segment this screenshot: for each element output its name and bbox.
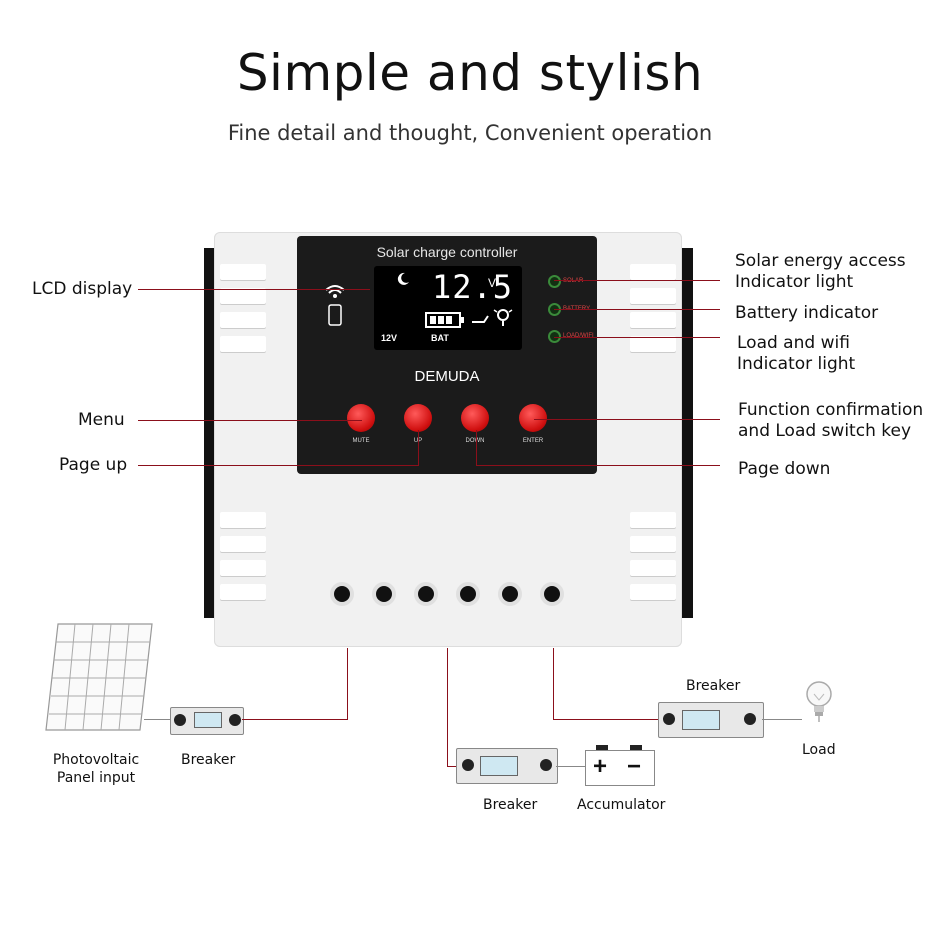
- lcd-voltage-value: 12.5: [432, 268, 514, 306]
- device-right-rail: [679, 248, 693, 618]
- enter-button-label: ENTER: [522, 438, 544, 444]
- solar-panel-icon: [45, 623, 153, 731]
- callout-line-solar: [554, 280, 720, 281]
- callout-function-key: Function confirmation and Load switch ke…: [738, 400, 924, 441]
- wire-middle-horizontal: [447, 766, 459, 767]
- breaker-right-core: [682, 710, 720, 730]
- callout-page-up: Page up: [59, 455, 128, 475]
- breaker-middle-label: Breaker: [483, 797, 538, 813]
- page-title: Simple and stylish: [236, 44, 704, 102]
- panel-title: Solar charge controller: [376, 244, 518, 260]
- enter-button[interactable]: [519, 404, 547, 432]
- terminal-port-1: [334, 586, 350, 602]
- accumulator-plus-sign: +: [593, 753, 608, 780]
- wire-right-vertical: [553, 648, 554, 720]
- callout-solar-light: Solar energy access Indicator light: [735, 251, 906, 292]
- solar-indicator-label: SOLAR: [563, 278, 584, 284]
- wire-left-horizontal: [242, 719, 348, 720]
- callout-menu: Menu: [78, 410, 125, 430]
- mute-button-label: MUTE: [352, 438, 370, 444]
- breaker-right-label: Breaker: [686, 678, 741, 694]
- callout-line-page-up-vertical: [418, 430, 419, 466]
- load-wifi-indicator-led: [548, 330, 561, 343]
- phone-icon: [328, 304, 342, 326]
- breaker-left-core: [194, 712, 222, 728]
- page-subtitle: Fine detail and thought, Convenient oper…: [227, 121, 713, 145]
- breaker-middle-terminal-a: [462, 759, 474, 771]
- callout-lcd-display: LCD display: [32, 279, 133, 299]
- lcd-voltage-unit: V: [488, 276, 497, 290]
- solar-indicator-led: [548, 275, 561, 288]
- breaker-left-terminal-b: [229, 714, 241, 726]
- lcd-battery-tag: BAT: [431, 333, 449, 343]
- callout-line-lcd: [138, 289, 370, 290]
- terminal-port-6: [544, 586, 560, 602]
- wire-to-accumulator: [556, 766, 586, 767]
- lcd-system-voltage-tag: 12V: [381, 333, 398, 343]
- load-label: Load: [802, 742, 836, 758]
- pv-wire: [144, 719, 172, 720]
- breaker-left-terminal-a: [174, 714, 186, 726]
- wire-middle-vertical: [447, 648, 448, 766]
- down-button-label: DOWN: [465, 438, 485, 444]
- callout-line-page-down: [476, 465, 720, 466]
- wifi-icon: [325, 285, 345, 298]
- wire-right-horizontal: [553, 719, 659, 720]
- accumulator-terminal-positive: [596, 745, 608, 750]
- accumulator-label: Accumulator: [577, 797, 666, 813]
- callout-line-load-wifi: [554, 337, 720, 338]
- light-bulb-icon: [806, 681, 832, 722]
- terminal-port-5: [502, 586, 518, 602]
- down-button[interactable]: [461, 404, 489, 432]
- breaker-right-terminal-b: [744, 713, 756, 725]
- accumulator-minus-sign: −: [627, 753, 642, 780]
- pv-panel-label: Photovoltaic Panel input: [52, 752, 140, 786]
- load-bulb-icon: [472, 309, 513, 326]
- moon-icon: [397, 272, 409, 285]
- callout-line-menu: [138, 420, 362, 421]
- mute-button[interactable]: [347, 404, 375, 432]
- battery-icon: [425, 312, 464, 328]
- callout-line-battery: [554, 309, 720, 310]
- callout-page-down: Page down: [738, 459, 831, 479]
- callout-line-function: [534, 419, 720, 420]
- terminal-port-2: [376, 586, 392, 602]
- wire-to-load: [762, 719, 802, 720]
- accumulator-battery-icon: [585, 750, 655, 786]
- wire-left-vertical: [347, 648, 348, 720]
- breaker-right-terminal-a: [663, 713, 675, 725]
- brand-logo-text: DEMUDA: [414, 368, 480, 385]
- breaker-middle-terminal-b: [540, 759, 552, 771]
- terminal-port-3: [418, 586, 434, 602]
- terminal-port-4: [460, 586, 476, 602]
- callout-load-wifi-light: Load and wifi Indicator light: [737, 333, 856, 374]
- callout-battery-indicator: Battery indicator: [735, 303, 879, 323]
- load-wifi-indicator-label: LOAD/WIFI: [563, 333, 594, 339]
- breaker-left-label: Breaker: [181, 752, 236, 768]
- breaker-middle-core: [480, 756, 518, 776]
- accumulator-terminal-negative: [630, 745, 642, 750]
- callout-line-page-down-vertical: [476, 430, 477, 466]
- up-button[interactable]: [404, 404, 432, 432]
- callout-line-page-up: [138, 465, 419, 466]
